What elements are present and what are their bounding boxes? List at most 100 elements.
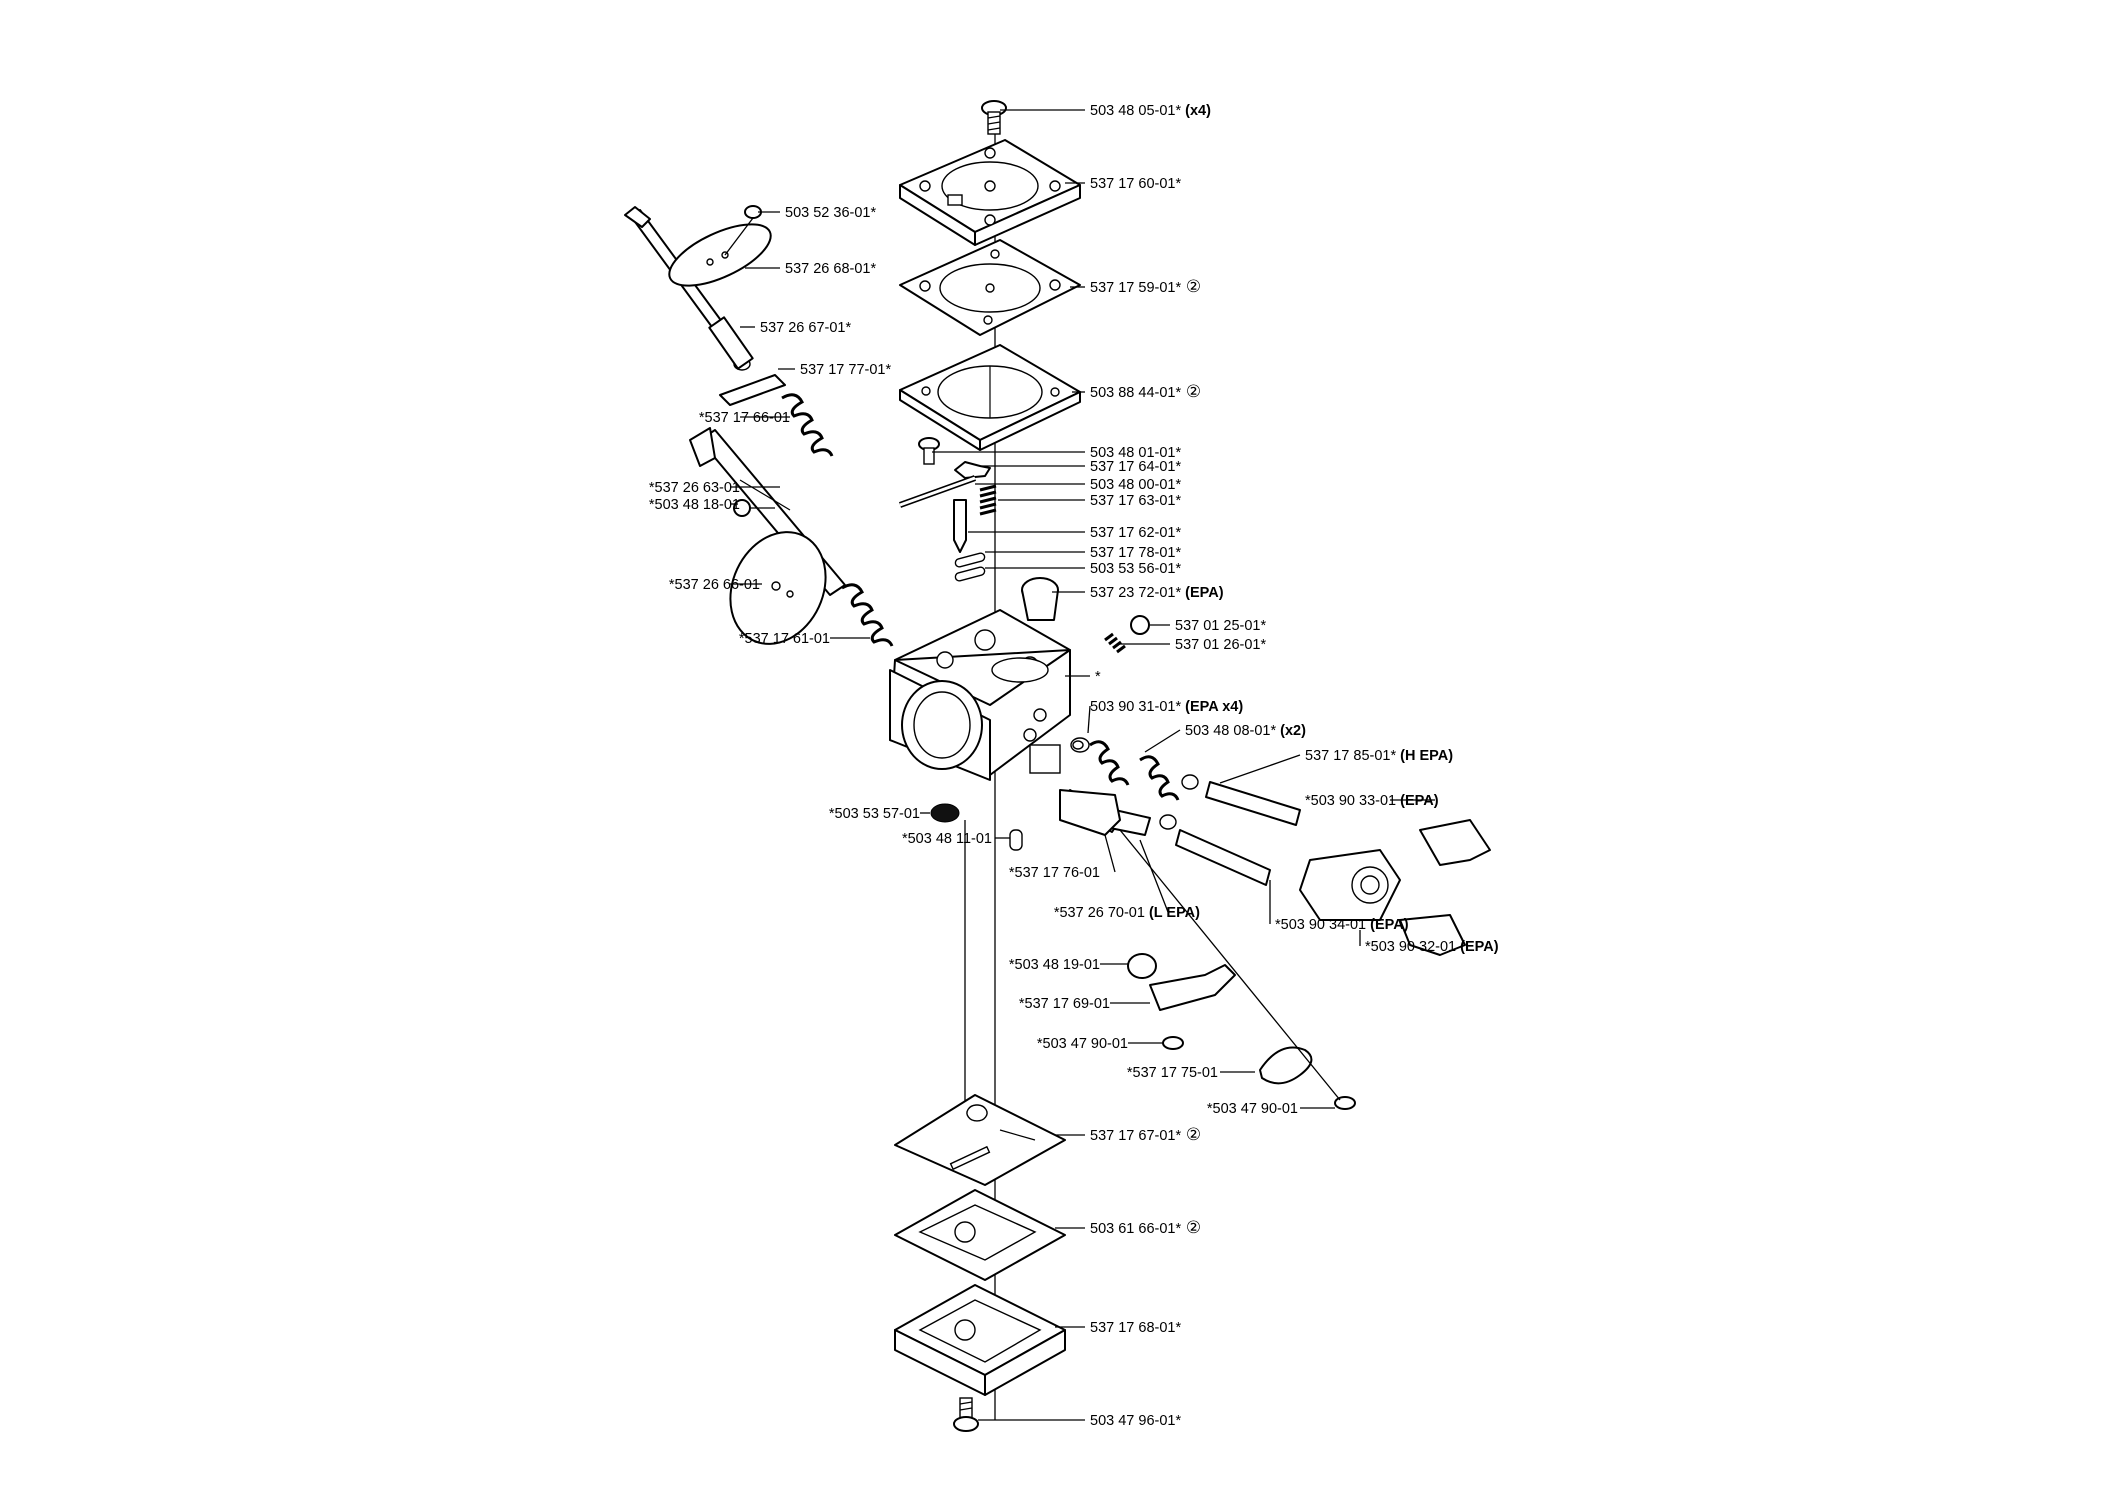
part-number: 537 17 59-01* [1090, 280, 1181, 296]
limiter-caps [1299, 819, 1491, 956]
callout-label: 503 90 31-01* (EPA x4) [1090, 699, 1243, 715]
part-note: (L EPA) [1145, 905, 1200, 921]
part-number: *537 17 75-01 [1127, 1065, 1218, 1081]
callout-label: *503 48 18-01 [649, 497, 740, 513]
part-number: * [1095, 669, 1101, 685]
part-number: 537 26 67-01* [760, 320, 851, 336]
screw-small [918, 437, 940, 465]
part-number: 537 17 78-01* [1090, 545, 1181, 561]
part-number: 537 17 64-01* [1090, 459, 1181, 475]
callout-label: 503 48 05-01* (x4) [1090, 103, 1211, 119]
callout-label: *537 26 70-01 (L EPA) [1054, 905, 1200, 921]
callout-label: 537 17 78-01* [1090, 545, 1181, 561]
part-number: 537 17 77-01* [800, 362, 891, 378]
part-note: ② [1181, 1125, 1201, 1144]
part-note: ② [1181, 382, 1201, 401]
callout-label: 503 48 00-01* [1090, 477, 1181, 493]
part-note: ② [1181, 277, 1201, 296]
callout-label: * [1095, 669, 1101, 685]
part-number: 537 26 68-01* [785, 261, 876, 277]
callout-label: *503 90 33-01 (EPA) [1305, 793, 1439, 809]
callout-label: 537 23 72-01* (EPA) [1090, 585, 1224, 601]
part-number: *503 90 34-01 [1275, 917, 1366, 933]
part-number: 503 47 96-01* [1090, 1413, 1181, 1429]
part-note: (EPA) [1396, 793, 1439, 809]
callout-label: 537 17 77-01* [800, 362, 891, 378]
callout-label: *503 47 90-01 [1207, 1101, 1298, 1117]
part-note: (EPA) [1181, 585, 1224, 601]
part-note: (EPA) [1366, 917, 1409, 933]
part-number: *537 26 70-01 [1054, 905, 1145, 921]
callout-label: 503 61 66-01* ② [1090, 1218, 1201, 1237]
pump-cover [899, 139, 1081, 246]
callout-label: *537 26 63-01 [649, 480, 740, 496]
callout-label: 537 26 68-01* [785, 261, 876, 277]
part-number: 503 61 66-01* [1090, 1221, 1181, 1237]
screw-bottom [953, 1397, 979, 1432]
callout-label: 537 17 85-01* (H EPA) [1305, 748, 1453, 764]
callout-label: *537 17 76-01 [1009, 865, 1100, 881]
callout-label: *503 90 34-01 (EPA) [1275, 917, 1409, 933]
part-note: (EPA x4) [1181, 699, 1243, 715]
part-note: (x4) [1181, 103, 1211, 119]
part-number: 537 17 62-01* [1090, 525, 1181, 541]
carburetor-body [889, 609, 1071, 781]
part-number: *503 90 33-01 [1305, 793, 1396, 809]
callout-label: *503 47 90-01 [1037, 1036, 1128, 1052]
callout-label: *537 17 61-01 [739, 631, 830, 647]
part-number: 537 01 25-01* [1175, 618, 1266, 634]
part-note: (x2) [1276, 723, 1306, 739]
callout-label: *503 53 57-01 [829, 806, 920, 822]
pump-diaphragm [899, 239, 1081, 336]
callout-label: 537 01 26-01* [1175, 637, 1266, 653]
part-number: 537 17 67-01* [1090, 1128, 1181, 1144]
part-number: *537 17 69-01 [1019, 996, 1110, 1012]
callout-label: 503 53 56-01* [1090, 561, 1181, 577]
callout-label: *503 48 11-01 [902, 831, 992, 847]
metering-gasket [894, 1189, 1066, 1281]
metering-diaphragm [894, 1094, 1066, 1186]
part-number: *537 26 63-01 [649, 480, 740, 496]
callout-label: *537 17 75-01 [1127, 1065, 1218, 1081]
callout-labels: 503 48 05-01* (x4) 537 17 60-01* 503 52 36… [649, 103, 1499, 1429]
screw-top [981, 100, 1007, 135]
callout-label: *503 90 32-01 (EPA) [1365, 939, 1499, 955]
part-number: 503 88 44-01* [1090, 385, 1181, 401]
part-number: *503 90 32-01 [1365, 939, 1456, 955]
part-number: *503 47 90-01 [1037, 1036, 1128, 1052]
parts-drawing [624, 100, 1491, 1432]
part-number: 537 17 60-01* [1090, 176, 1181, 192]
callout-label: *537 17 69-01 [1019, 996, 1110, 1012]
part-number: *503 47 90-01 [1207, 1101, 1298, 1117]
metering-cover [894, 1284, 1066, 1396]
callout-label: 503 48 01-01* [1090, 445, 1181, 461]
callout-label: 503 52 36-01* [785, 205, 876, 221]
callout-label: 537 17 63-01* [1090, 493, 1181, 509]
part-note: ② [1181, 1218, 1201, 1237]
part-number: *537 17 76-01 [1009, 865, 1100, 881]
part-note: (EPA) [1456, 939, 1499, 955]
callout-label: *537 17 66-01 [699, 410, 790, 426]
part-number: 537 17 85-01* [1305, 748, 1396, 764]
part-number: *503 48 18-01 [649, 497, 740, 513]
callout-label: *503 48 19-01 [1009, 957, 1100, 973]
part-note: (H EPA) [1396, 748, 1453, 764]
part-number: *503 48 19-01 [1009, 957, 1100, 973]
callout-label: 537 17 64-01* [1090, 459, 1181, 475]
part-number: 503 52 36-01* [785, 205, 876, 221]
part-number: 537 17 68-01* [1090, 1320, 1181, 1336]
part-number: 503 48 00-01* [1090, 477, 1181, 493]
part-number: 537 01 26-01* [1175, 637, 1266, 653]
part-number: 503 90 31-01* [1090, 699, 1181, 715]
part-number: 537 23 72-01* [1090, 585, 1181, 601]
part-number: 537 17 63-01* [1090, 493, 1181, 509]
part-number: 503 48 08-01* [1185, 723, 1276, 739]
part-number: 503 53 56-01* [1090, 561, 1181, 577]
part-number: *537 17 61-01 [739, 631, 830, 647]
part-number: *503 48 11-01 [902, 831, 992, 847]
part-number: *503 53 57-01 [829, 806, 920, 822]
callout-label: 503 48 08-01* (x2) [1185, 723, 1306, 739]
part-number: *537 17 66-01 [699, 410, 790, 426]
part-number: 503 48 05-01* [1090, 103, 1181, 119]
